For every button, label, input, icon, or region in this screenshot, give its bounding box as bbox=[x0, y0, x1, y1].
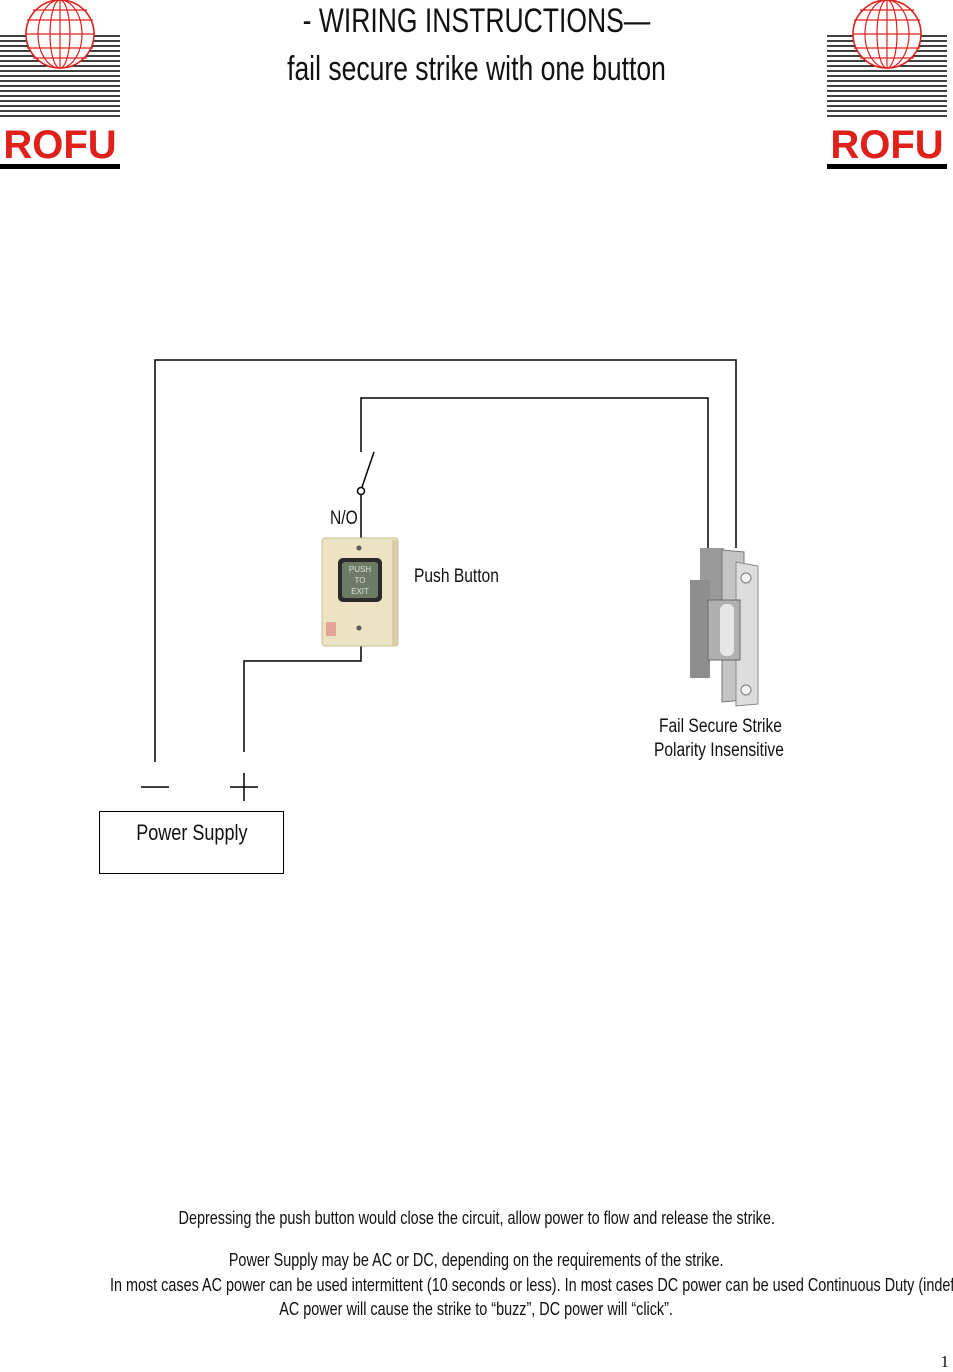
globe-logo-icon: ROFU bbox=[827, 0, 947, 169]
note-line-2: Power Supply may be AC or DC, depending … bbox=[229, 1250, 724, 1270]
rofu-logo-left: ROFU bbox=[0, 0, 120, 172]
power-supply-box bbox=[99, 811, 284, 874]
push-button-label: Push Button bbox=[414, 566, 499, 587]
page-subtitle: fail secure strike with one button bbox=[287, 50, 666, 88]
page-title: - WIRING INSTRUCTIONS— bbox=[302, 2, 651, 40]
power-supply-label: Power Supply bbox=[135, 820, 248, 845]
globe-logo-icon: ROFU bbox=[0, 0, 120, 169]
wire-negative bbox=[154, 359, 737, 762]
page-number: 1 bbox=[940, 1352, 950, 1371]
note-line-4: AC power will cause the strike to “buzz”… bbox=[279, 1299, 674, 1319]
svg-text:TO: TO bbox=[355, 576, 366, 585]
svg-text:EXIT: EXIT bbox=[351, 587, 369, 596]
svg-text:ROFU: ROFU bbox=[830, 123, 943, 167]
push-button-icon: PUSH TO EXIT bbox=[321, 537, 399, 647]
svg-text:ROFU: ROFU bbox=[3, 123, 116, 167]
note-line-1: Depressing the push button would close t… bbox=[178, 1208, 775, 1228]
wire-positive bbox=[243, 646, 362, 752]
electric-strike-icon bbox=[690, 548, 759, 707]
switch-lever bbox=[360, 451, 375, 491]
normally-open-label: N/O bbox=[330, 508, 358, 529]
switch-contact bbox=[356, 486, 366, 496]
svg-text:PUSH: PUSH bbox=[349, 565, 371, 574]
rofu-logo-right: ROFU bbox=[827, 0, 947, 172]
note-line-3: In most cases AC power can be used inter… bbox=[109, 1275, 953, 1295]
wire-switch-to-strike bbox=[360, 397, 709, 548]
strike-label-line2: Polarity Insensitive bbox=[654, 740, 784, 761]
strike-label-line1: Fail Secure Strike bbox=[659, 716, 782, 737]
